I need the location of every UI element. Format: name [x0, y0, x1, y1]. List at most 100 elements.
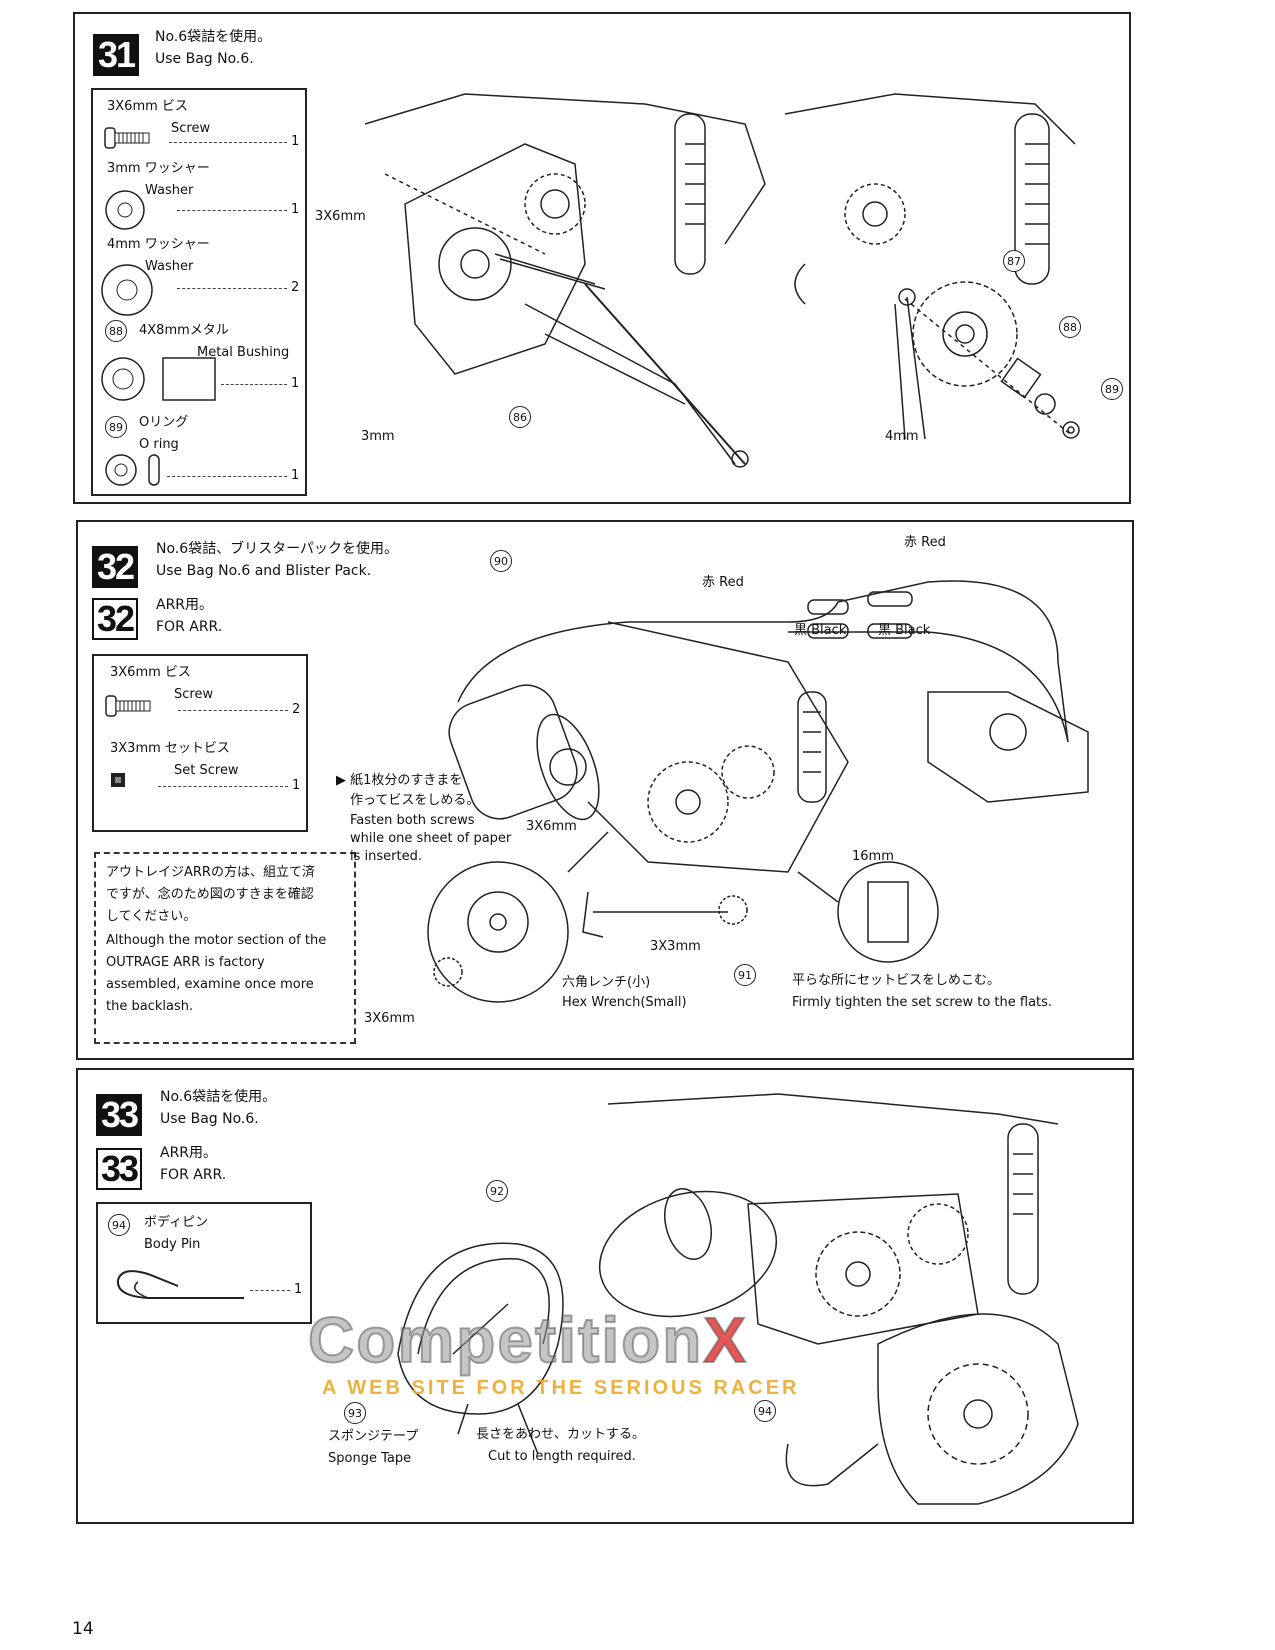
- arr-title-jp: ARR用。: [156, 597, 214, 613]
- part-name-jp: 3X6mm ビス: [107, 99, 188, 114]
- paper-note-en: is inserted.: [350, 849, 422, 864]
- motor-wiring-illustration: [427, 580, 1089, 1003]
- set-screw-note-jp: 平らな所にセットビスをしめこむ。: [792, 973, 1001, 988]
- gear-cover-illustration: [397, 1093, 1079, 1505]
- watermark-x: X: [702, 1304, 748, 1376]
- part-ref-88: 88: [1059, 316, 1081, 338]
- step-number-arr: 32: [92, 598, 138, 640]
- part-ref-87: 87: [1003, 250, 1025, 272]
- part-qty: 2: [292, 702, 301, 717]
- set-screw-icon: [111, 773, 125, 787]
- step-number: 33: [96, 1094, 142, 1136]
- part-ref-88: 88: [105, 320, 127, 342]
- arr-title-en: FOR ARR.: [156, 619, 223, 635]
- step-33-panel: 33 No.6袋詰を使用。 Use Bag No.6. 33 ARR用。 FOR…: [76, 1068, 1134, 1524]
- part-name-en: Washer: [145, 259, 194, 274]
- part-qty: 1: [292, 778, 301, 793]
- qty-leader: [167, 476, 287, 477]
- callout-3mm: 3mm: [361, 429, 395, 444]
- page-number: 14: [72, 1619, 94, 1639]
- qty-leader: [250, 1290, 290, 1291]
- paper-note-jp: 作ってビスをしめる。: [350, 793, 480, 808]
- arr-note-en: OUTRAGE ARR is factory: [106, 955, 265, 970]
- qty-leader: [158, 786, 288, 787]
- bushing-icon: [101, 357, 216, 401]
- part-qty: 1: [291, 202, 300, 217]
- part-qty: 1: [291, 376, 300, 391]
- screw-icon: [105, 695, 151, 717]
- step-number: 32: [92, 546, 138, 588]
- arr-note-en: the backlash.: [106, 999, 194, 1014]
- watermark-main: Competition: [307, 1304, 704, 1376]
- part-name-jp: ボディピン: [144, 1215, 209, 1230]
- part-qty: 2: [291, 280, 300, 295]
- step-number: 31: [93, 34, 139, 76]
- washer-icon: [105, 190, 145, 230]
- sponge-tape-en: Sponge Tape: [328, 1451, 412, 1466]
- arr-title-en: FOR ARR.: [160, 1167, 227, 1183]
- parts-box: 3X6mm ビス Screw 1 3mm ワッシャー Washer 1 4mm …: [91, 88, 307, 496]
- arr-note-en: assembled, examine once more: [106, 977, 314, 992]
- gear-assembly-illustration-b: [784, 93, 1080, 440]
- part-ref-89: 89: [105, 416, 127, 438]
- part-ref-94: 94: [754, 1400, 776, 1422]
- step-title-en: Use Bag No.6.: [160, 1111, 259, 1127]
- set-screw-note-en: Firmly tighten the set screw to the flat…: [792, 995, 1053, 1010]
- parts-box: 94 ボディピン Body Pin 1: [96, 1202, 312, 1324]
- part-name-en: Washer: [145, 183, 194, 198]
- paper-note-en: Fasten both screws: [350, 813, 475, 828]
- callout-set-screw: 3X3mm: [650, 939, 701, 954]
- part-qty: 1: [291, 134, 300, 149]
- arr-note-jp: アウトレイジARRの方は、組立て済: [106, 865, 315, 880]
- step-title-en: Use Bag No.6.: [155, 51, 254, 67]
- step-title-en: Use Bag No.6 and Blister Pack.: [156, 563, 372, 579]
- hex-wrench-en: Hex Wrench(Small): [562, 995, 687, 1010]
- arr-note-box: アウトレイジARRの方は、組立て済 ですが、念のため図のすきまを確認 してくださ…: [94, 852, 356, 1044]
- part-ref-86: 86: [509, 406, 531, 428]
- wire-label-black: 黒 Black: [878, 623, 931, 638]
- arr-title-jp: ARR用。: [160, 1145, 218, 1161]
- cut-note-en: Cut to length required.: [488, 1449, 636, 1464]
- arr-note-en: Although the motor section of the: [106, 933, 327, 948]
- part-ref-90: 90: [490, 550, 512, 572]
- watermark-subtitle: A WEB SITE FOR THE SERIOUS RACER: [322, 1377, 800, 1399]
- paper-note-jp: ▶ 紙1枚分のすきまを: [336, 773, 463, 788]
- cut-note-jp: 長さをあわせ、カットする。: [476, 1427, 646, 1442]
- watermark-logo: CompetitionX: [307, 1307, 748, 1373]
- part-name-jp: 4X8mmメタル: [139, 323, 229, 338]
- part-name-en: Screw: [171, 121, 211, 136]
- wire-label-red: 赤 Red: [904, 535, 946, 550]
- part-ref-92: 92: [486, 1180, 508, 1202]
- part-name-jp: 3X6mm ビス: [110, 665, 191, 680]
- qty-leader: [221, 384, 287, 385]
- part-ref-94: 94: [108, 1214, 130, 1236]
- wire-label-red: 赤 Red: [702, 575, 744, 590]
- callout-screw: 3X6mm: [526, 819, 577, 834]
- qty-leader: [169, 142, 287, 143]
- callout-gap: 16mm: [852, 849, 894, 864]
- step-31-panel: 31 No.6袋詰を使用。 Use Bag No.6. 3X6mm ビス Scr…: [73, 12, 1131, 504]
- qty-leader: [177, 288, 287, 289]
- step-number-arr: 33: [96, 1148, 142, 1190]
- step-title-jp: No.6袋詰を使用。: [155, 29, 272, 45]
- part-qty: 1: [294, 1282, 303, 1297]
- wire-label-black: 黒 Black: [794, 623, 847, 638]
- callout-screw: 3X6mm: [315, 209, 366, 224]
- washer-icon: [101, 264, 153, 316]
- step-32-panel: 32 No.6袋詰、ブリスターパックを使用。 Use Bag No.6 and …: [76, 520, 1134, 1060]
- step-title-jp: No.6袋詰、ブリスターパックを使用。: [156, 541, 399, 557]
- part-ref-93: 93: [344, 1402, 366, 1424]
- gear-assembly-illustration-a: [364, 93, 766, 468]
- part-name-jp: Oリング: [139, 415, 189, 430]
- callout-screw-lower: 3X6mm: [364, 1011, 415, 1026]
- part-ref-91: 91: [734, 964, 756, 986]
- body-pin-icon: [116, 1270, 244, 1299]
- part-name-en: Metal Bushing: [197, 345, 290, 360]
- part-name-en: Set Screw: [174, 763, 239, 778]
- part-ref-89: 89: [1101, 378, 1123, 400]
- arr-note-jp: ですが、念のため図のすきまを確認: [106, 887, 314, 902]
- callout-4mm: 4mm: [885, 429, 919, 444]
- screw-icon: [104, 127, 150, 149]
- part-name-en: Screw: [174, 687, 214, 702]
- parts-box: 3X6mm ビス Screw 2 3X3mm セットビス Set Screw 1: [92, 654, 308, 832]
